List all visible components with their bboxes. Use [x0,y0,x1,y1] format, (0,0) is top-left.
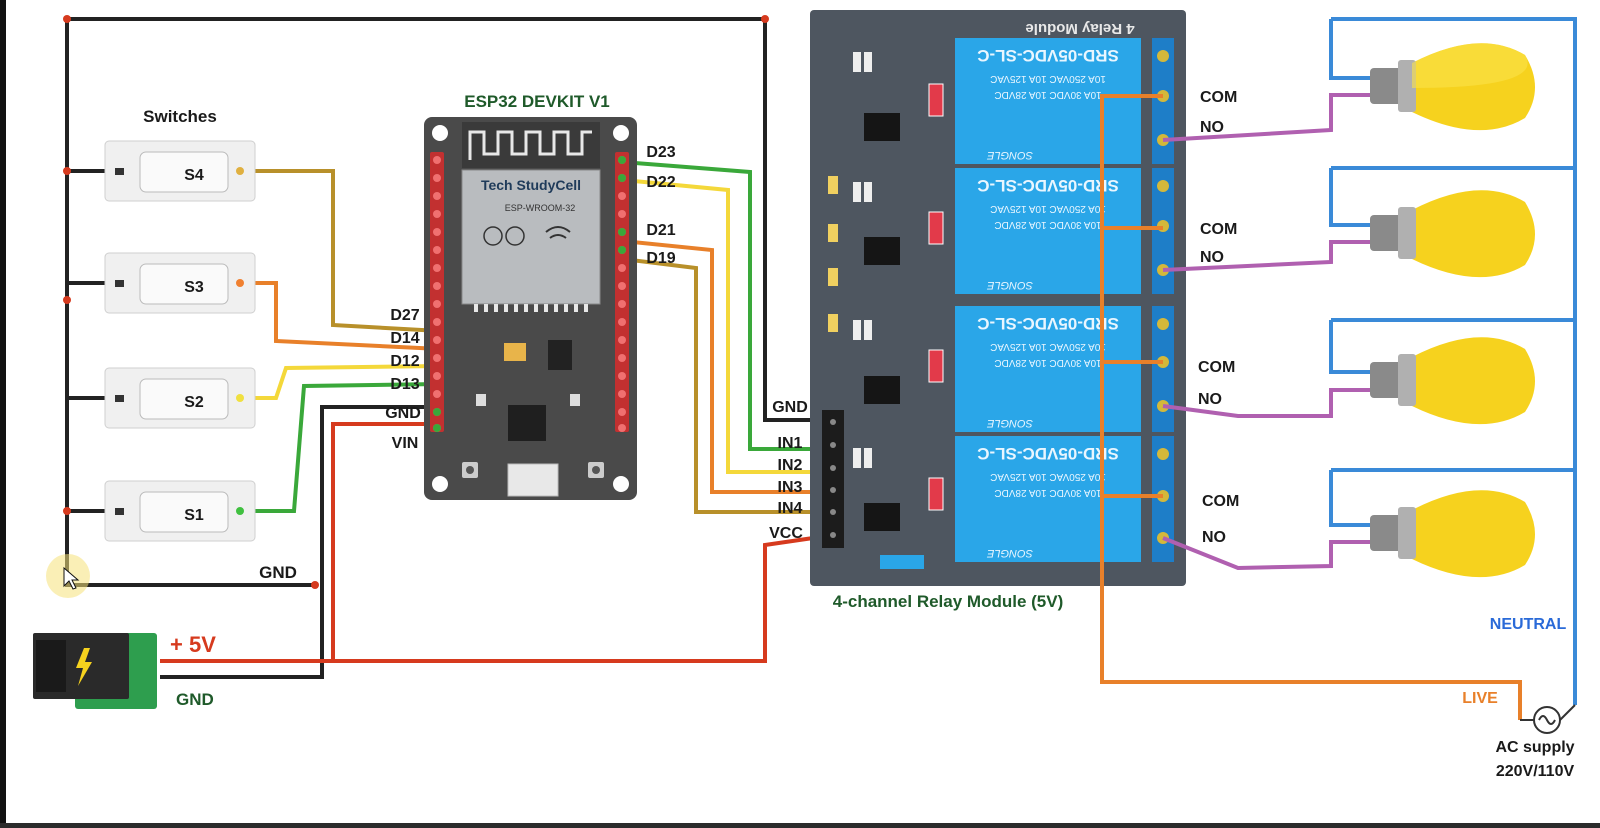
power-plus-label: + 5V [170,632,216,657]
relay-rating: 10A 250VAC 10A 125VAC [990,203,1106,214]
pin-d27: D27 [390,307,419,324]
relay-pin-in3: IN3 [778,479,803,496]
no-label-4: NO [1202,529,1226,546]
relay-brand: SONGLE [986,417,1033,429]
relay-pin-in4: IN4 [778,500,803,517]
bulb-4 [1370,490,1535,578]
wifi-icon [545,226,571,239]
relay-input-header [822,410,844,548]
switch-wires [250,169,441,513]
neutral-wires [1329,17,1577,705]
left-edge [0,0,6,823]
esp-right-pins: D23 D22 D21 D19 [646,144,675,267]
bulb-1 [1370,43,1535,131]
relay-board-components [828,52,944,569]
relay-part: SRD-05VDC-SL-C [977,314,1119,333]
relay-pin-in1: IN1 [778,435,803,452]
live-wires [1100,94,1522,720]
relay-3: SRD-05VDC-SL-C 10A 250VAC 10A 125VAC 10A… [955,306,1174,432]
ce-mark-icon [483,226,503,246]
relay-contact-labels: COM NO COM NO COM NO COM NO [1198,89,1239,546]
power-gnd-label: GND [176,690,214,709]
switch-label: S2 [184,394,204,411]
relay-part: SRD-05VDC-SL-C [977,176,1119,195]
bulb-3 [1370,337,1535,425]
relay-pin-gnd: GND [772,399,808,416]
no-label-1: NO [1200,119,1224,136]
relay-brand: SONGLE [986,149,1033,161]
pin-d22: D22 [646,174,675,191]
relay-rating: 10A 30VDC 10A 28VDC [994,219,1101,230]
pin-gnd: GND [385,405,421,422]
switch-s2[interactable]: S2 [104,367,256,429]
switch-label: S1 [184,507,204,524]
relay-2: SRD-05VDC-SL-C 10A 250VAC 10A 125VAC 10A… [955,168,1174,294]
esp32-board: ESP32 DEVKIT V1 Tech StudyCell ESP-WROOM… [424,92,637,500]
relay-top-label: 4 Relay Module [1025,20,1134,37]
pin-d19: D19 [646,250,675,267]
neutral-label: NEUTRAL [1490,616,1567,633]
pin-d12: D12 [390,353,419,370]
pin-d23: D23 [646,144,675,161]
com-label-1: COM [1200,89,1237,106]
com-label-4: COM [1202,493,1239,510]
live-label: LIVE [1462,690,1498,707]
switch-label: S4 [184,167,204,184]
bulb-2 [1370,190,1535,278]
relay-rating: 10A 30VDC 10A 28VDC [994,487,1101,498]
relay-rating: 10A 250VAC 10A 125VAC [990,73,1106,84]
relay-rating: 10A 30VDC 10A 28VDC [994,89,1101,100]
relay-title: 4-channel Relay Module (5V) [833,592,1064,611]
no-wires [1162,93,1370,571]
gnd-wire-label: GND [259,563,297,582]
switch-label: S3 [184,279,204,296]
esp-brand: Tech StudyCell [481,177,581,193]
esp-left-pins: D27 D14 D12 D13 GND VIN [385,307,421,452]
vcc-wires [160,422,821,663]
com-label-3: COM [1198,359,1235,376]
pin-d21: D21 [646,222,675,239]
esp-title: ESP32 DEVKIT V1 [464,92,610,111]
pin-vin: VIN [392,435,419,452]
ac-supply: NEUTRAL LIVE AC supply 220V/110V [1462,616,1576,780]
ac-voltage-label: 220V/110V [1496,763,1575,780]
relay-rating: 10A 250VAC 10A 125VAC [990,471,1106,482]
switch-s1[interactable]: S1 [104,480,256,542]
relay-rating: 10A 30VDC 10A 28VDC [994,357,1101,368]
usb-port [507,463,559,497]
cursor-icon [63,566,80,590]
power-jack: + 5V GND [33,632,216,709]
switches-title: Switches [143,107,217,126]
switch-s4[interactable]: S4 [104,140,256,202]
relay-brand: SONGLE [986,547,1033,559]
relay-rating: 10A 250VAC 10A 125VAC [990,341,1106,352]
relay-part: SRD-05VDC-SL-C [977,444,1119,463]
no-label-3: NO [1198,391,1222,408]
esp-module-name: ESP-WROOM-32 [505,203,576,213]
ac-supply-label: AC supply [1495,739,1574,756]
switch-s3[interactable]: S3 [104,252,256,314]
relay-pin-in2: IN2 [778,457,803,474]
gnd-junctions [63,15,769,589]
com-label-2: COM [1200,221,1237,238]
no-label-2: NO [1200,249,1224,266]
relay-pins: GND IN1 IN2 IN3 IN4 VCC [769,399,808,542]
pin-d14: D14 [390,330,419,347]
relay-pin-vcc: VCC [769,525,803,542]
pin-d13: D13 [390,376,419,393]
control-wires [622,160,820,514]
relay-brand: SONGLE [986,279,1033,291]
power-bolt-icon [76,648,92,686]
relay-part: SRD-05VDC-SL-C [977,46,1119,65]
switch-group: Switches S4 S3 S2 S1 [104,107,256,542]
